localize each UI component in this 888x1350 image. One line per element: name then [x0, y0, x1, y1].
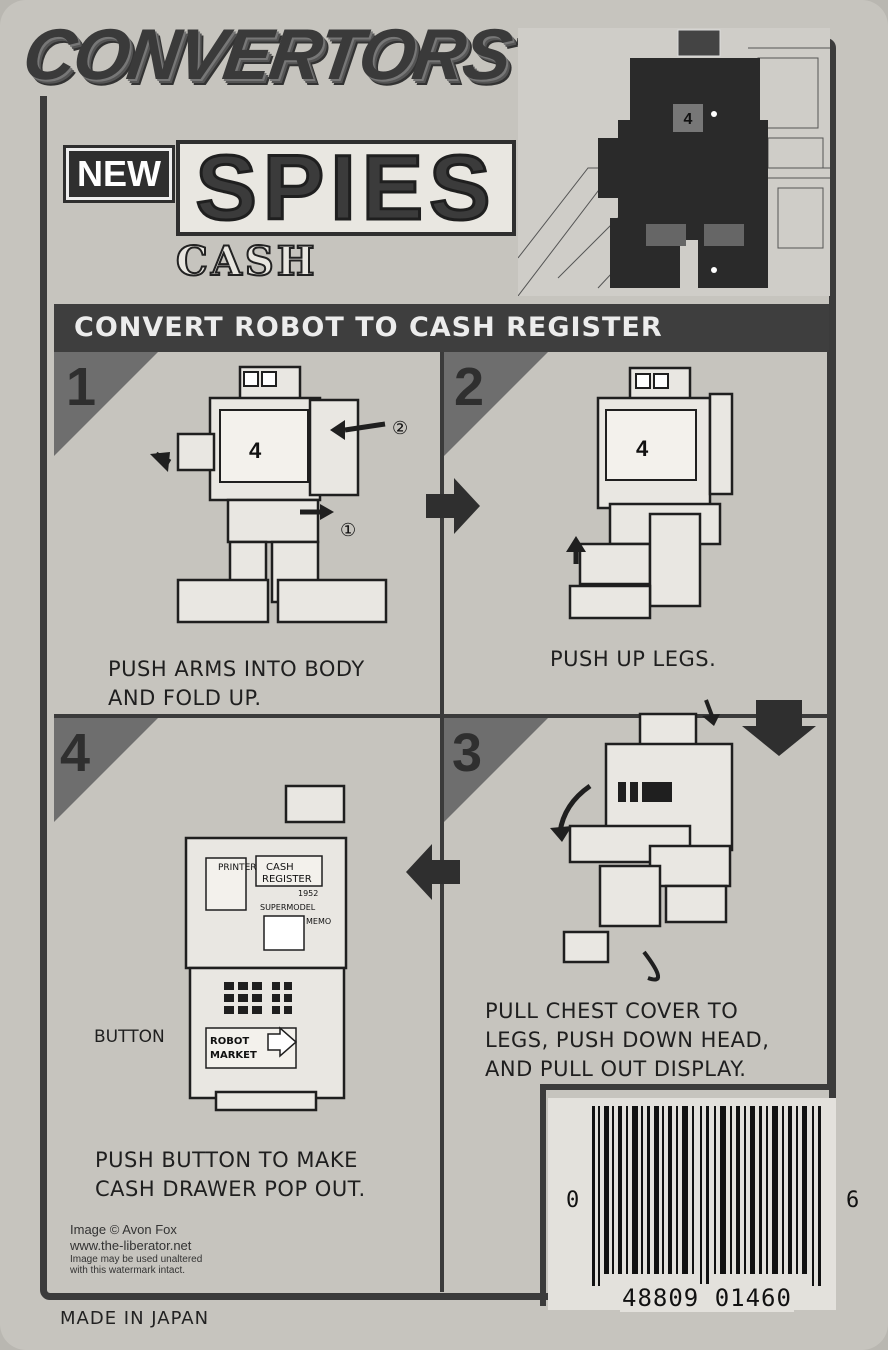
- step-1-caption: PUSH ARMS INTO BODY AND FOLD UP.: [108, 655, 365, 713]
- barcode-number: 48809 01460: [620, 1284, 794, 1312]
- step-3-caption-line-1: PULL CHEST COVER TO: [485, 999, 739, 1023]
- step-3-corner: [444, 718, 548, 822]
- cash-title: CASH: [175, 237, 318, 286]
- step-3-caption-line-2: LEGS, PUSH DOWN HEAD,: [485, 1028, 770, 1052]
- step-4-memo: MEMO: [306, 917, 331, 926]
- barcode-left-digit: 0: [566, 1188, 580, 1213]
- step-1-corner: [54, 352, 158, 456]
- step-4-register-line-2: REGISTER: [262, 874, 312, 885]
- robot-photo: 4: [518, 28, 830, 296]
- step-4-number: 4: [60, 723, 91, 783]
- step-4-caption: PUSH BUTTON TO MAKE CASH DRAWER POP OUT.: [95, 1146, 366, 1204]
- instructions-banner: CONVERT ROBOT TO CASH REGISTER: [54, 304, 829, 352]
- svg-text:4: 4: [684, 111, 693, 128]
- step-4-market-line-1: ROBOT: [210, 1036, 249, 1047]
- step-1-marker-2: ②: [392, 418, 408, 439]
- step-4-year: 1952: [298, 889, 318, 898]
- watermark-credit: Image © Avon Fox: [70, 1222, 177, 1237]
- step-1-chest-number: 4: [249, 438, 262, 463]
- step-4-market-line-2: MARKET: [210, 1050, 257, 1061]
- watermark-note-2: with this watermark intact.: [70, 1265, 186, 1276]
- step-1-marker-1: ①: [340, 520, 356, 541]
- grid-divider-vertical: [440, 352, 444, 1292]
- step-2-corner: [444, 352, 548, 456]
- step-2-caption: PUSH UP LEGS.: [550, 647, 717, 671]
- made-in-label: MADE IN JAPAN: [60, 1308, 210, 1329]
- barcode-divider-left: [540, 1084, 546, 1306]
- watermark-note-1: Image may be used unaltered: [70, 1254, 203, 1265]
- step-3-caption-line-3: AND PULL OUT DISPLAY.: [485, 1057, 747, 1081]
- step-4-illustration: PRINTER CASH REGISTER 1952 SUPERMODEL ME…: [184, 784, 348, 1112]
- step-4-printer-label: PRINTER: [218, 863, 257, 873]
- step-4-caption-line-2: CASH DRAWER POP OUT.: [95, 1177, 366, 1201]
- step-3-number: 3: [452, 723, 483, 783]
- step-4-button-label: BUTTON: [94, 1027, 165, 1047]
- step-1-number: 1: [66, 357, 97, 417]
- arrow-left-icon: [406, 844, 460, 900]
- step-1-illustration: 4 ② ①: [150, 365, 408, 624]
- barcode-right-digit: 6: [846, 1188, 860, 1213]
- grid-divider-right-edge: [827, 352, 831, 1088]
- step-4-corner: [54, 718, 158, 822]
- step-2-chest-number: 4: [636, 436, 649, 461]
- barcode-divider-top: [540, 1084, 830, 1090]
- step-4-model: SUPERMODEL: [260, 903, 316, 912]
- step-3-illustration: [550, 699, 816, 982]
- new-tag: NEW: [63, 145, 175, 203]
- watermark: Image © Avon Fox www.the-liberator.net I…: [70, 1222, 202, 1276]
- watermark-url: www.the-liberator.net: [70, 1238, 192, 1253]
- step-4-caption-line-1: PUSH BUTTON TO MAKE: [95, 1148, 358, 1172]
- step-1-caption-line-1: PUSH ARMS INTO BODY: [108, 657, 365, 681]
- step-3-caption: PULL CHEST COVER TO LEGS, PUSH DOWN HEAD…: [485, 997, 769, 1084]
- arrow-right-icon: [426, 478, 480, 534]
- step-1-caption-line-2: AND FOLD UP.: [108, 686, 262, 710]
- barcode-bars: [592, 1106, 821, 1286]
- step-2-illustration: 4: [566, 366, 734, 620]
- grid-divider-horizontal: [54, 714, 829, 718]
- spies-logo: SPIES: [176, 140, 516, 236]
- step-2-number: 2: [454, 357, 485, 417]
- convertors-logo: CONVERTORS: [12, 14, 522, 96]
- step-4-register-line-1: CASH: [266, 862, 294, 873]
